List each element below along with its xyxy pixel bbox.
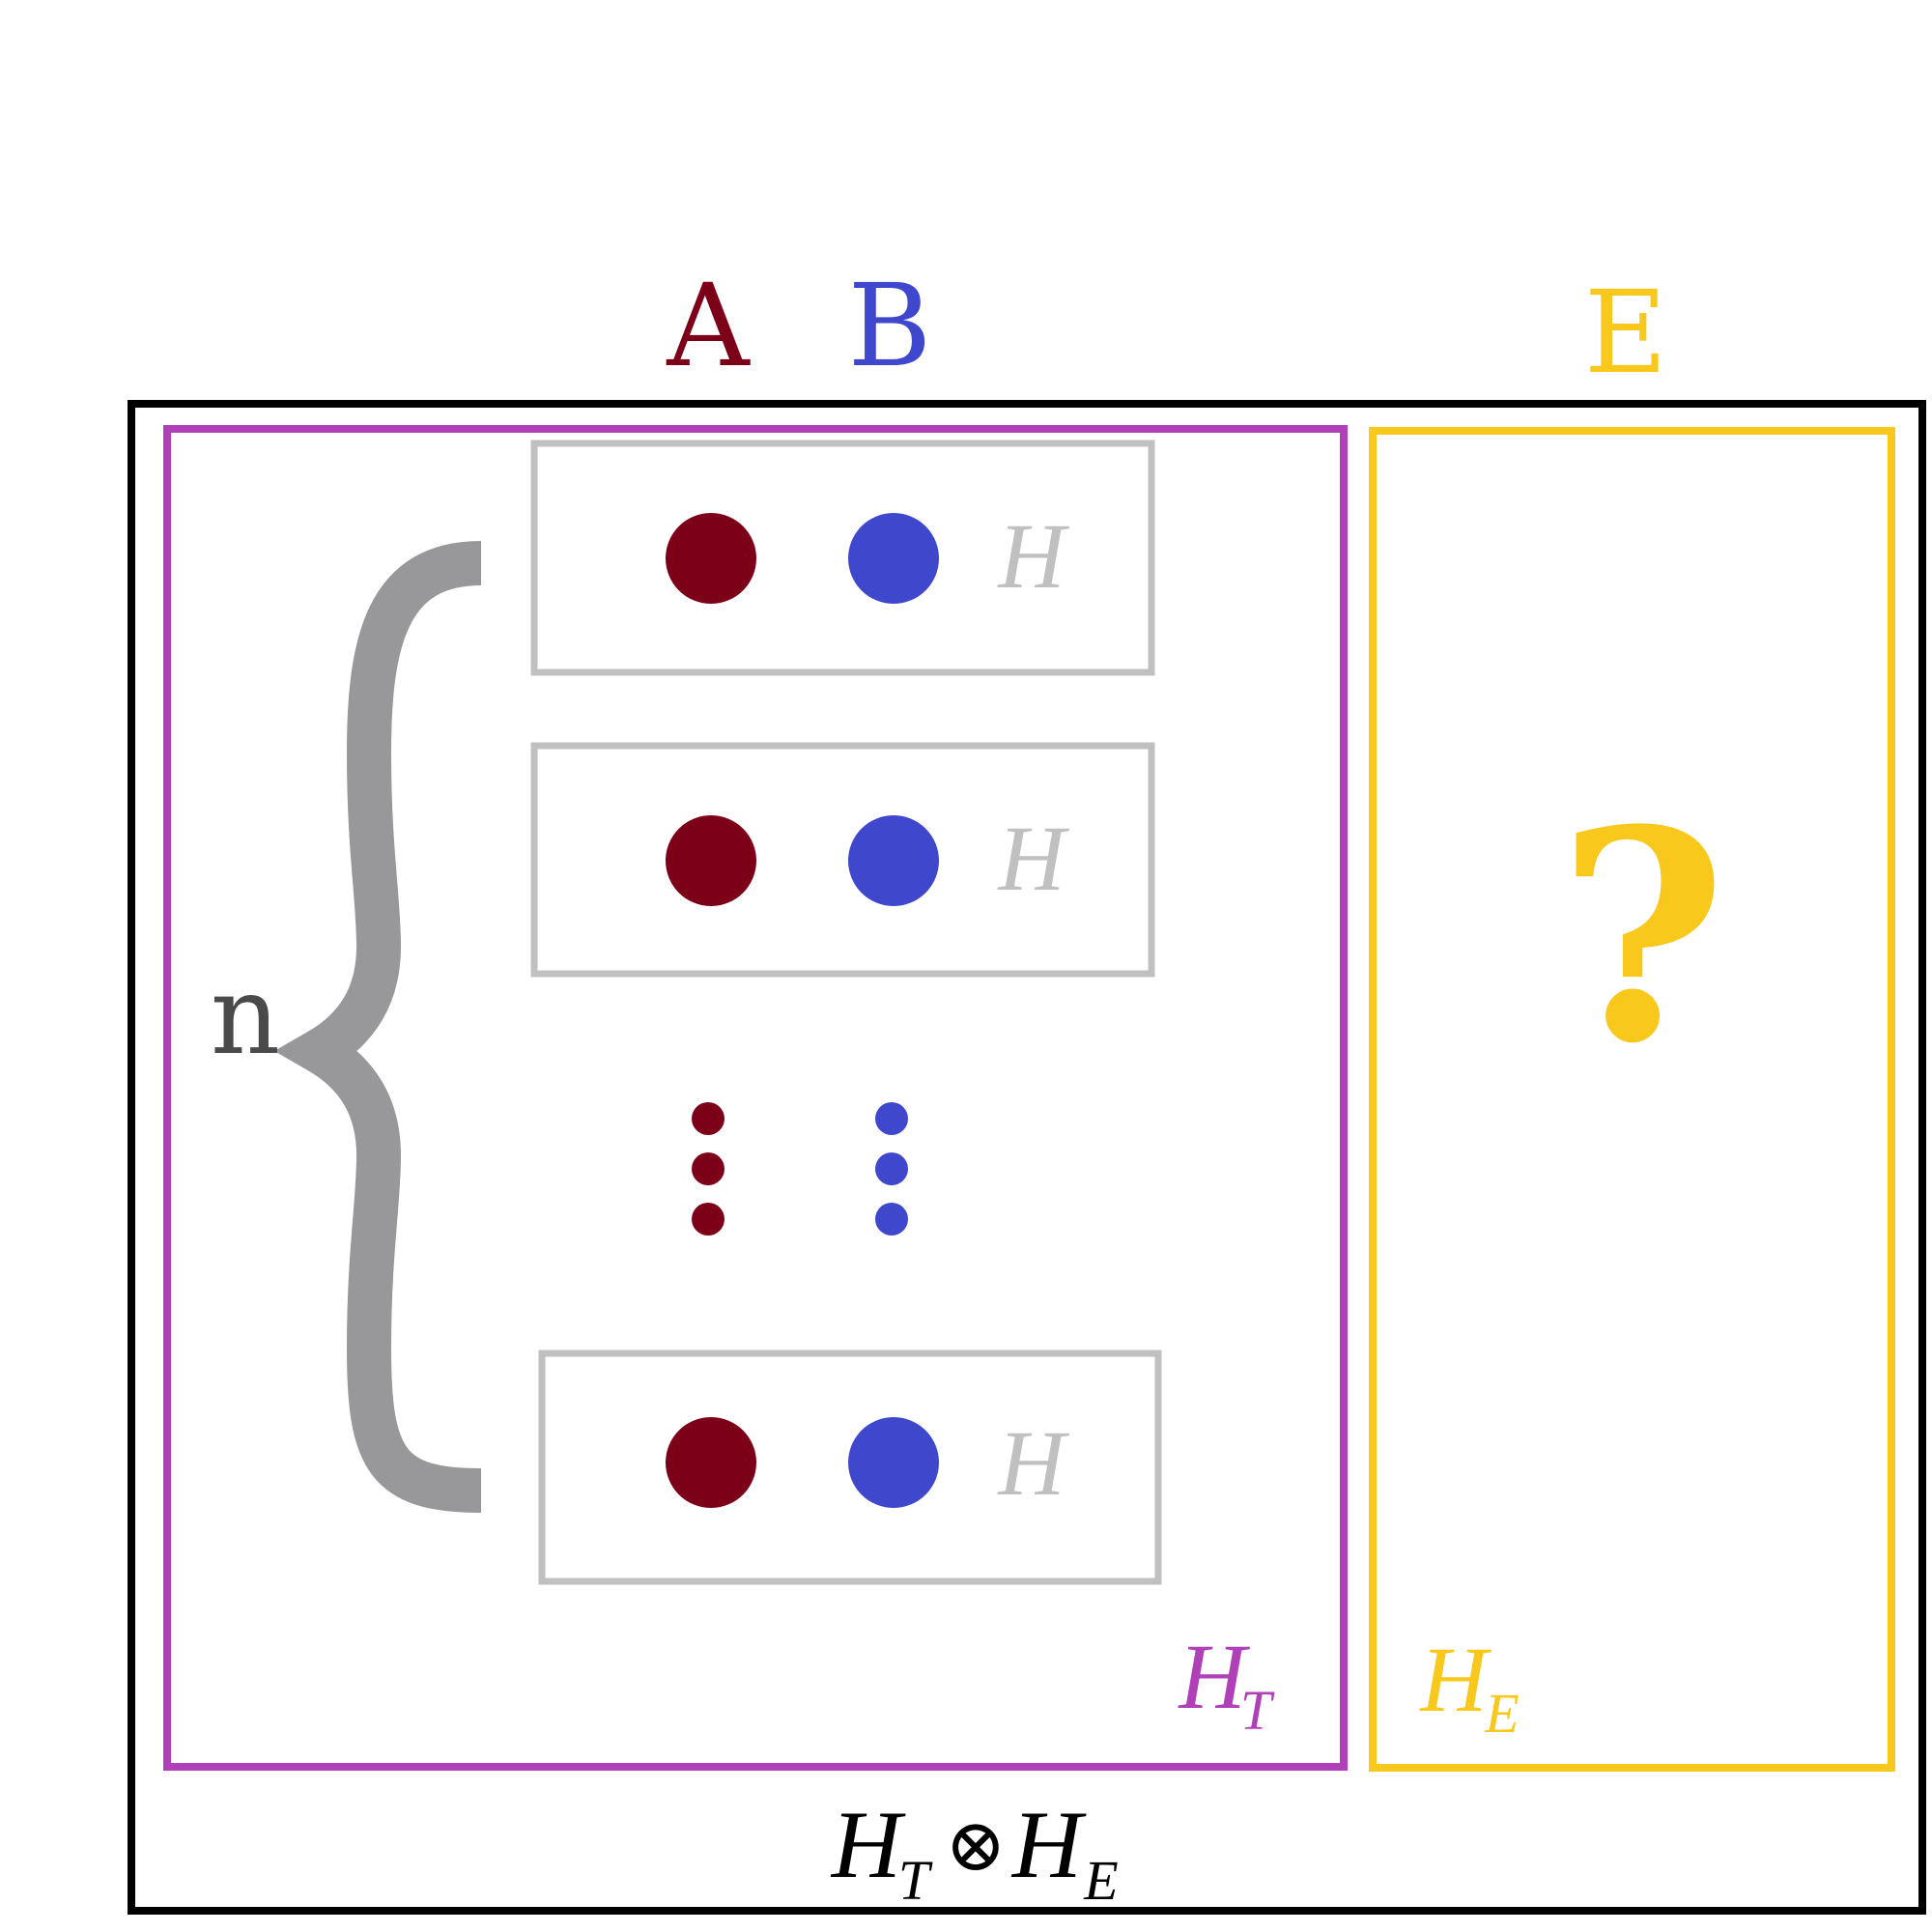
n-brace <box>273 541 482 1513</box>
tensor-product-label: H T ⊗ H E <box>830 1791 1119 1912</box>
particle-b-1 <box>848 513 939 604</box>
particle-a-2 <box>666 815 756 906</box>
label-e: E <box>1584 266 1667 399</box>
ellipsis-b <box>875 1102 908 1236</box>
ellipsis-a <box>692 1102 724 1236</box>
pair-space-label-3: H <box>996 1411 1069 1515</box>
svg-text:H: H <box>1418 1628 1492 1731</box>
pair-box-3: H <box>538 1350 1162 1585</box>
particle-b-2 <box>848 815 939 906</box>
svg-text:T: T <box>1240 1679 1275 1742</box>
total-system-box <box>128 400 1926 1915</box>
pair-box-2: H <box>530 742 1155 978</box>
particle-b-3 <box>848 1417 939 1508</box>
pair-space-label-1: H <box>996 504 1069 608</box>
pair-box-1: H <box>530 440 1155 676</box>
he-label: H E <box>1418 1628 1519 1745</box>
svg-text:H: H <box>830 1791 906 1898</box>
label-b: B <box>848 259 932 392</box>
svg-text:⊗: ⊗ <box>945 1802 1007 1888</box>
unknown-environment-mark: ? <box>1557 766 1727 1107</box>
system-t-box <box>163 425 1348 1771</box>
label-a: A <box>666 259 751 392</box>
environment-box <box>1369 427 1895 1772</box>
svg-text:E: E <box>1083 1849 1118 1912</box>
svg-text:H: H <box>1177 1625 1250 1728</box>
svg-text:H: H <box>1010 1791 1087 1898</box>
svg-text:E: E <box>1484 1682 1519 1745</box>
svg-text:T: T <box>898 1849 933 1912</box>
ht-label: H T <box>1177 1625 1275 1742</box>
particle-a-3 <box>666 1417 756 1508</box>
label-n: n <box>211 953 280 1079</box>
pair-space-label-2: H <box>996 807 1069 910</box>
particle-a-1 <box>666 513 756 604</box>
